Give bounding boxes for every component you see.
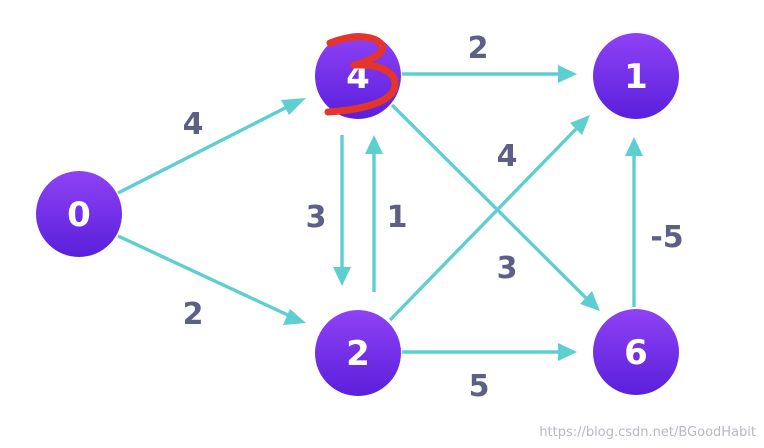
node-top-right: 1: [593, 33, 679, 119]
node-top-middle: 4: [315, 33, 401, 119]
node-top-right-label: 1: [624, 57, 648, 97]
edge-top-to-top-right: [402, 65, 577, 83]
node-bottom-middle-label: 2: [346, 334, 370, 374]
node-bottom-right: 6: [593, 309, 679, 395]
node-source: 0: [36, 171, 122, 257]
edge-bottom-to-top-right: [388, 115, 590, 322]
edge-bottom-to-top: [365, 135, 383, 292]
edge-source-to-bottom: [117, 234, 306, 325]
weight-top-to-bottom: 3: [306, 200, 327, 235]
edge-bottom-to-bottom-right: [402, 343, 577, 361]
edge-top-to-bottom: [333, 135, 351, 286]
watermark: https://blog.csdn.net/BGoodHabit: [539, 425, 756, 440]
node-bottom-right-label: 6: [624, 333, 648, 373]
edge-source-to-top: [117, 98, 306, 195]
weight-top-to-bottom-right: 3: [497, 251, 518, 286]
edge-top-to-bottom-right: [390, 103, 600, 311]
node-bottom-middle: 2: [315, 310, 401, 396]
weight-bottom-to-top: 1: [387, 200, 408, 235]
weight-bottom-to-top-right: 4: [497, 139, 518, 174]
node-source-label: 0: [67, 195, 91, 235]
weight-bottom-to-bottom-right: 5: [469, 369, 490, 404]
edge-bottom-right-to-top-right: [625, 137, 643, 307]
weight-source-to-top: 4: [183, 107, 204, 142]
red-overwrite-annotation: [324, 33, 399, 116]
weight-top-to-top-right: 2: [468, 31, 489, 66]
weight-source-to-bottom: 2: [183, 297, 204, 332]
weight-bottom-right-to-top-right: -5: [650, 220, 683, 255]
